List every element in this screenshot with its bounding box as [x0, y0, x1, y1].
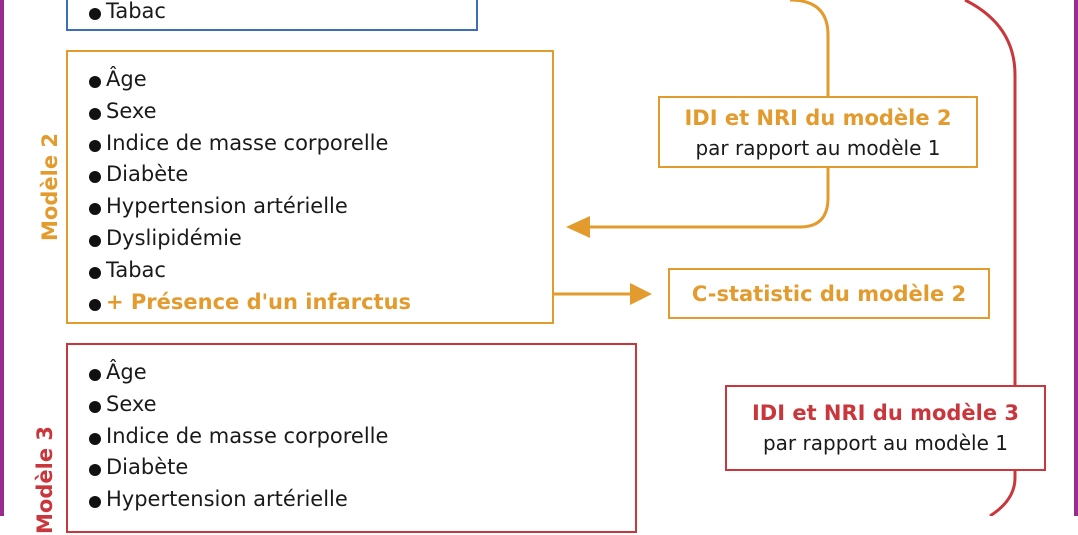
- list-item: Indice de masse corporelle: [86, 421, 635, 453]
- orange-arrowhead-right: [630, 283, 652, 305]
- list-item: Sexe: [86, 389, 635, 421]
- model1-box: Tabac: [66, 0, 478, 31]
- frame-right-border: [1074, 0, 1078, 516]
- orange-arrow-to-model2: [588, 168, 830, 229]
- model3-label: Modèle 3: [33, 426, 57, 534]
- idi-nri-model3-subtitle: par rapport au modèle 1: [762, 431, 1008, 455]
- idi-nri-model2-title: IDI et NRI du modèle 2: [684, 106, 952, 130]
- red-connector-top: [964, 0, 1017, 386]
- orange-connector-top: [789, 0, 830, 98]
- list-item: Hypertension artérielle: [86, 191, 552, 223]
- list-item: Diabète: [86, 452, 635, 484]
- connectors: [554, 0, 1017, 516]
- frame-left-border: [0, 0, 4, 516]
- list-item: Indice de masse corporelle: [86, 128, 552, 160]
- list-item: Âge: [86, 64, 552, 96]
- idi-nri-model3-box: IDI et NRI du modèle 3 par rapport au mo…: [725, 385, 1046, 471]
- model1-variable-list: Tabac: [86, 0, 476, 28]
- list-item: Tabac: [86, 0, 476, 28]
- orange-arrowhead-left: [566, 216, 590, 238]
- list-item: Diabète: [86, 159, 552, 191]
- model2-label: Modèle 2: [38, 133, 62, 241]
- list-item: Sexe: [86, 96, 552, 128]
- list-item: Hypertension artérielle: [86, 484, 635, 516]
- cstat-model2-title: C-statistic du modèle 2: [691, 282, 967, 306]
- list-item: Âge: [86, 357, 635, 389]
- idi-nri-model2-box: IDI et NRI du modèle 2 par rapport au mo…: [658, 96, 978, 168]
- cstat-model2-box: C-statistic du modèle 2: [668, 268, 990, 319]
- list-item: Tabac: [86, 255, 552, 287]
- added-variable-item: + Présence d'un infarctus: [86, 287, 552, 319]
- idi-nri-model3-title: IDI et NRI du modèle 3: [751, 401, 1020, 425]
- red-connector-bottom: [989, 471, 1017, 516]
- idi-nri-model2-subtitle: par rapport au modèle 1: [695, 136, 941, 160]
- list-item: Dyslipidémie: [86, 223, 552, 255]
